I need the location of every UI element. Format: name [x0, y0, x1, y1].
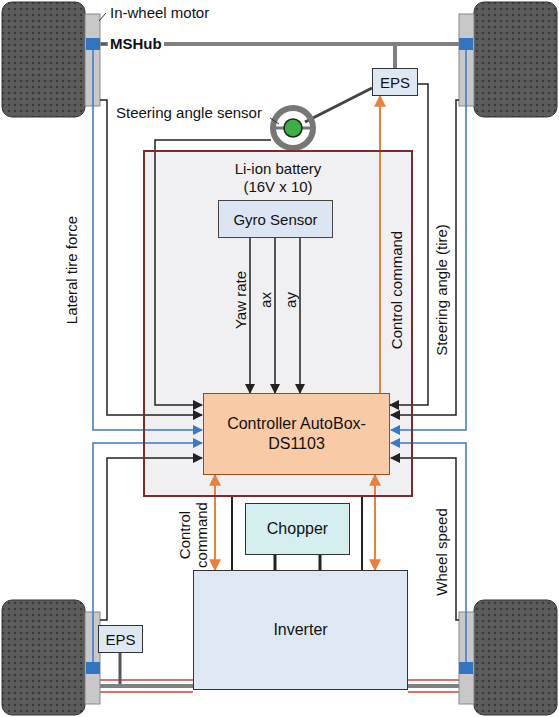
axle [408, 684, 459, 688]
steering-wheel [273, 108, 313, 148]
axle [393, 44, 397, 68]
steering-wheel [273, 88, 372, 148]
steering-wheel [305, 88, 372, 122]
inverter-box: Inverter [193, 570, 408, 690]
signal-connector [231, 497, 233, 570]
axle [100, 684, 193, 688]
axle [408, 679, 459, 681]
wheel [2, 2, 85, 117]
leader-line [99, 13, 279, 124]
signal-label: ax [257, 292, 274, 308]
signal-label: Control command [176, 499, 211, 571]
signal-label: Wheel speed [433, 508, 450, 596]
mshub [459, 662, 473, 674]
eps-box: EPS [98, 625, 143, 653]
mshub [459, 38, 473, 50]
leader-line [101, 44, 106, 45]
leader-line [270, 118, 279, 124]
controller-box: Controller AutoBox-DS1103 [203, 393, 390, 475]
axle [408, 691, 459, 693]
node-text: Controller AutoBox-DS1103 [227, 414, 367, 454]
node-text: EPS [380, 74, 410, 91]
node-text: Chopper [267, 520, 328, 538]
steering-wheel [284, 119, 302, 137]
signal-connector [214, 475, 216, 570]
part-label: MSHub [108, 35, 164, 52]
signal-connector [249, 238, 251, 393]
signal-label: Yaw rate [232, 271, 249, 329]
axle [100, 679, 193, 681]
battery-fill [144, 151, 412, 496]
leader-line [99, 13, 106, 21]
part-label: Steering angle sensor [116, 104, 262, 121]
node-text: Inverter [273, 621, 327, 639]
wheel [474, 600, 557, 715]
signal-label: Steering angle (tire) [433, 224, 450, 356]
signal-connector [374, 475, 376, 570]
signal-label: Lateral tire force [63, 216, 80, 324]
sensor-box: Gyro Sensor [218, 200, 333, 238]
node-text: EPS [105, 631, 135, 648]
mshub [86, 662, 100, 674]
axle [119, 653, 122, 684]
signal-label: Control command [388, 231, 405, 349]
signal-connector [361, 497, 363, 570]
signal-wire [100, 100, 202, 415]
signal-connector [274, 238, 276, 393]
battery-box: Li-ion battery (16V x 10) Gyro SensorCont… [143, 150, 413, 497]
signal-connector [379, 96, 381, 393]
mshub [86, 38, 100, 50]
signal-connector [299, 238, 301, 393]
axle [100, 691, 193, 693]
wheel [2, 600, 85, 715]
part-label: In-wheel motor [108, 4, 211, 21]
eps-box: EPS [372, 68, 418, 96]
in-wheel-motor [85, 14, 474, 704]
wheel [474, 2, 557, 117]
signal-connector [319, 555, 322, 570]
signal-label: ay [282, 292, 299, 308]
node-text: Li-ion battery (16V x 10) [219, 160, 337, 196]
node-text: Gyro Sensor [233, 211, 317, 228]
chopper-box: Chopper [245, 503, 350, 555]
axle [100, 44, 459, 692]
signal-connector [274, 555, 277, 570]
